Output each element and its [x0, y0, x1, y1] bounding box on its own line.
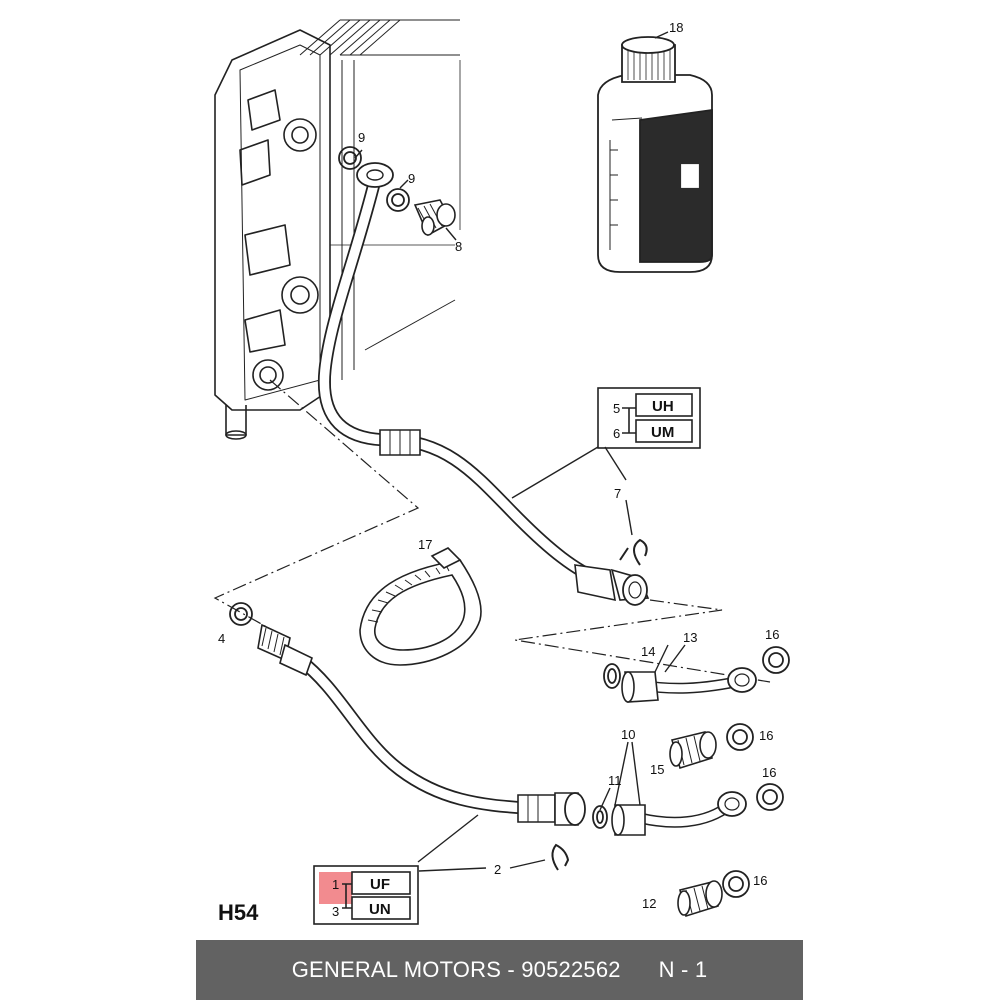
callout-9-lower: 9: [408, 171, 415, 186]
upper-cooler-hose: [317, 162, 650, 606]
variant-box-upper: [597, 387, 701, 449]
callout-12: 12: [642, 896, 656, 911]
callout-10: 10: [621, 727, 635, 742]
callout-1: 1: [332, 877, 339, 892]
footer-separator: -: [501, 957, 522, 982]
pipe-10: [611, 791, 747, 836]
clip-2: [551, 843, 570, 871]
callout-5: 5: [613, 401, 620, 416]
callout-11: 11: [608, 773, 622, 788]
callout-14: 14: [641, 644, 655, 659]
variant-box-lower: [313, 865, 419, 925]
lower-cooler-hose: [257, 623, 586, 826]
clip-7: [619, 538, 648, 566]
callout-13: 13: [683, 630, 697, 645]
pipe-13: [621, 667, 757, 703]
diagram-code: H54: [218, 900, 259, 925]
footer-page: N - 1: [658, 957, 708, 982]
variant-code-uh: UH: [652, 398, 674, 415]
seal-11: [592, 805, 608, 829]
footer-spacer: [621, 957, 659, 983]
variant-code-un: UN: [369, 901, 391, 918]
hollow-bolt-15: [669, 731, 717, 770]
variant-code-um: UM: [651, 424, 674, 441]
seal-14: [603, 663, 621, 689]
reference-lines: [213, 379, 771, 683]
washer-4: [229, 602, 253, 626]
callout-4: 4: [218, 631, 225, 646]
footer-bar: GENERAL MOTORS - 90522562 N - 1: [196, 940, 803, 1000]
leader-lines: [354, 31, 686, 872]
hose-strap-17: [359, 547, 482, 666]
callout-7: 7: [614, 486, 621, 501]
footer-brand: GENERAL MOTORS: [291, 957, 502, 982]
callout-6: 6: [613, 426, 620, 441]
callout-15: 15: [650, 762, 664, 777]
washers-16: [722, 646, 790, 898]
callout-16-c: 16: [762, 765, 776, 780]
washer-9-upper: [338, 146, 362, 170]
callout-17: 17: [418, 537, 432, 552]
callout-8: 8: [455, 239, 462, 254]
callout-16-d: 16: [753, 873, 767, 888]
callout-16-b: 16: [759, 728, 773, 743]
callout-16-a: 16: [765, 627, 779, 642]
callout-9-upper: 9: [358, 130, 365, 145]
hollow-bolt-12: [677, 880, 723, 918]
callout-3: 3: [332, 904, 339, 919]
callout-18: 18: [669, 20, 683, 35]
washer-9-lower: [386, 188, 410, 212]
callout-2: 2: [494, 862, 501, 877]
hollow-bolt-8: [413, 199, 456, 237]
variant-code-uf: UF: [370, 876, 390, 893]
atf-bottle-18: [597, 36, 713, 273]
footer-part-number: 90522562: [521, 957, 621, 982]
